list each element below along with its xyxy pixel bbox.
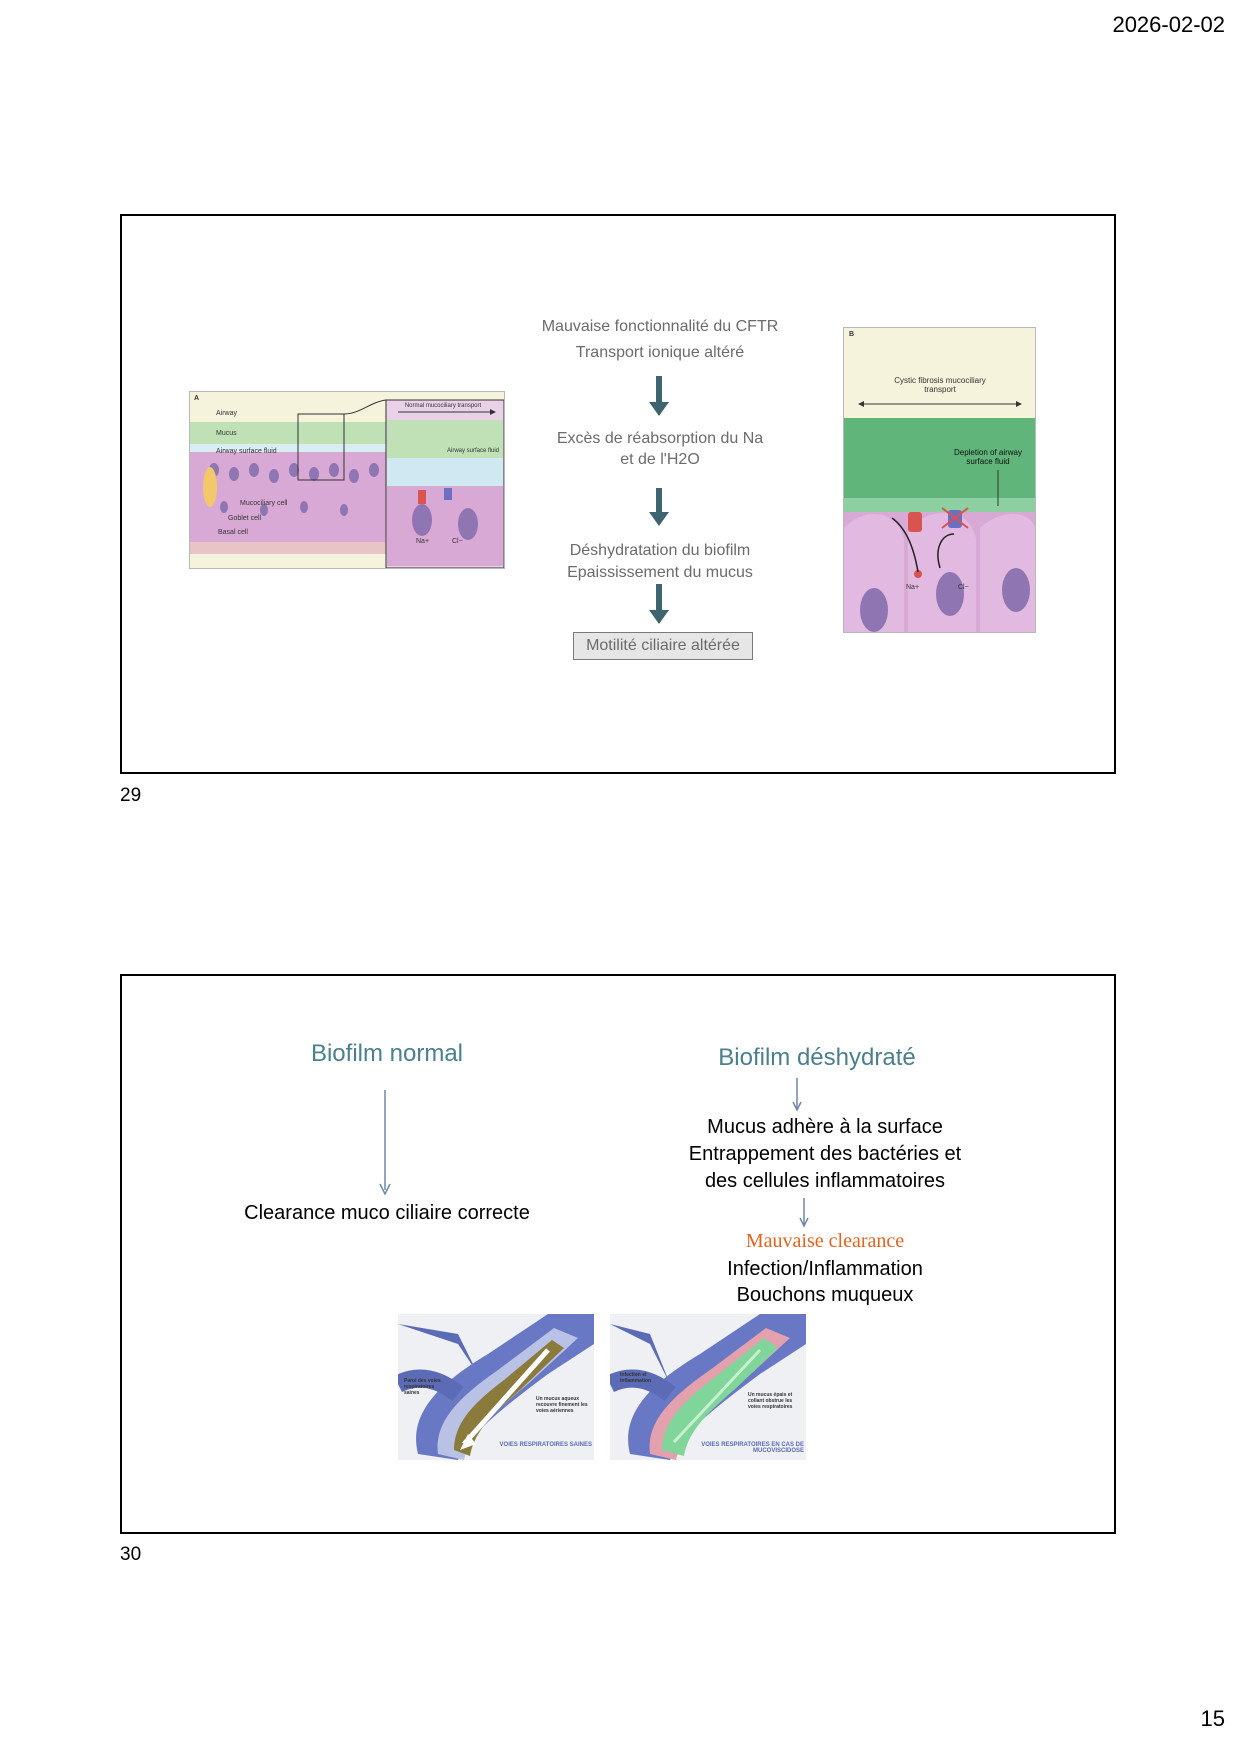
figure-b-ion-cl: Cl− — [958, 584, 969, 591]
figure-b-illustration — [844, 328, 1035, 632]
flow-arrow-3-head — [649, 610, 669, 624]
left-title: Biofilm normal — [310, 1040, 464, 1067]
right-down-arrow-1 — [792, 1078, 802, 1112]
figure-a-label-asf: Airway surface fluid — [216, 448, 277, 455]
figure-a-ion-na: Na+ — [416, 538, 430, 545]
figure-a-label-mucociliary-cell: Mucociliary cell — [240, 500, 288, 507]
figure-b-top-label: Cystic fibrosis mucociliary transport — [894, 376, 986, 394]
figure-b-panel-letter: B — [849, 331, 855, 338]
cf-label-mucus: Un mucus épais et collant obstrue les vo… — [748, 1392, 793, 1410]
page-date: 2026-02-02 — [1112, 12, 1225, 37]
flow-arrow-1-head — [649, 402, 669, 416]
figure-b-side-label: Depletion of airway surface fluid — [953, 448, 1023, 466]
healthy-label-mucus: Un mucus aqueux recouvre finement les vo… — [536, 1396, 588, 1414]
healthy-airway-image: Paroi des voies respiratoires saines Un … — [398, 1314, 594, 1460]
healthy-caption: VOIES RESPIRATOIRES SAINES — [499, 1442, 592, 1448]
slide-29: A Airway Mucus Airway surface fluid Muco… — [120, 214, 1116, 774]
right-line3: des cellules inflammatoires — [704, 1170, 946, 1192]
right-line2: Entrappement des bactéries et — [688, 1143, 962, 1165]
flow-step1-line1: Mauvaise fonctionnalité du CFTR — [541, 318, 779, 335]
right-title: Biofilm déshydraté — [718, 1044, 916, 1071]
figure-b-ion-na: Na+ — [906, 584, 920, 591]
figure-a-inset-label: Airway surface fluid — [446, 448, 500, 454]
flow-step2-line1: Excès de réabsorption du Na — [556, 430, 764, 447]
figure-a-normal-airway: A Airway Mucus Airway surface fluid Muco… — [189, 391, 505, 569]
left-result: Clearance muco ciliaire correcte — [244, 1202, 530, 1224]
figure-b-cf-airway: B Cystic fibrosis mucociliary transport … — [843, 327, 1036, 633]
figure-a-ion-cl: Cl− — [452, 538, 463, 545]
slide-30: Biofilm normal Clearance muco ciliaire c… — [120, 974, 1116, 1534]
figure-a-label-mucus: Mucus — [216, 430, 237, 437]
flow-arrow-3-shaft — [656, 584, 662, 612]
slide-30-number: 30 — [120, 1544, 142, 1565]
left-down-arrow — [379, 1090, 391, 1196]
cf-caption: VOIES RESPIRATOIRES EN CAS DE MUCOVISCID… — [701, 1442, 804, 1454]
flow-arrow-2-head — [649, 512, 669, 526]
figure-a-panel-letter: A — [194, 395, 200, 402]
right-line4: Infection/Inflammation — [727, 1258, 923, 1280]
flow-arrow-1-shaft — [656, 376, 662, 404]
healthy-label-wall: Paroi des voies respiratoires saines — [404, 1378, 441, 1396]
figure-a-illustration — [190, 392, 504, 568]
cf-label-infection: Infection et inflammation — [620, 1372, 652, 1384]
right-line5: Bouchons muqueux — [736, 1284, 914, 1306]
healthy-airway-illustration — [398, 1314, 594, 1460]
figure-a-label-airway: Airway — [216, 410, 238, 417]
figure-a-label-goblet-cell: Goblet cell — [228, 515, 262, 522]
right-line1: Mucus adhère à la surface — [707, 1116, 943, 1138]
flow-step3-line2: Epaississement du mucus — [567, 564, 753, 581]
flow-arrow-2-shaft — [656, 488, 662, 514]
flow-step3-line1: Déshydratation du biofilm — [569, 542, 751, 559]
cf-airway-illustration — [610, 1314, 806, 1460]
slide-29-number: 29 — [120, 785, 142, 806]
page-number: 15 — [1200, 1706, 1225, 1731]
flow-step1-line2: Transport ionique altéré — [575, 344, 745, 361]
flow-step4-box: Motilité ciliaire altérée — [573, 632, 753, 660]
right-down-arrow-2 — [799, 1198, 809, 1228]
figure-a-label-basal-cell: Basal cell — [218, 529, 248, 536]
right-orange-line: Mauvaise clearance — [745, 1230, 905, 1252]
figure-a-inset-title: Normal mucociliary transport — [404, 403, 482, 409]
flow-step2-line2: et de l'H2O — [620, 451, 700, 468]
cf-airway-image: Infection et inflammation Un mucus épais… — [610, 1314, 806, 1460]
